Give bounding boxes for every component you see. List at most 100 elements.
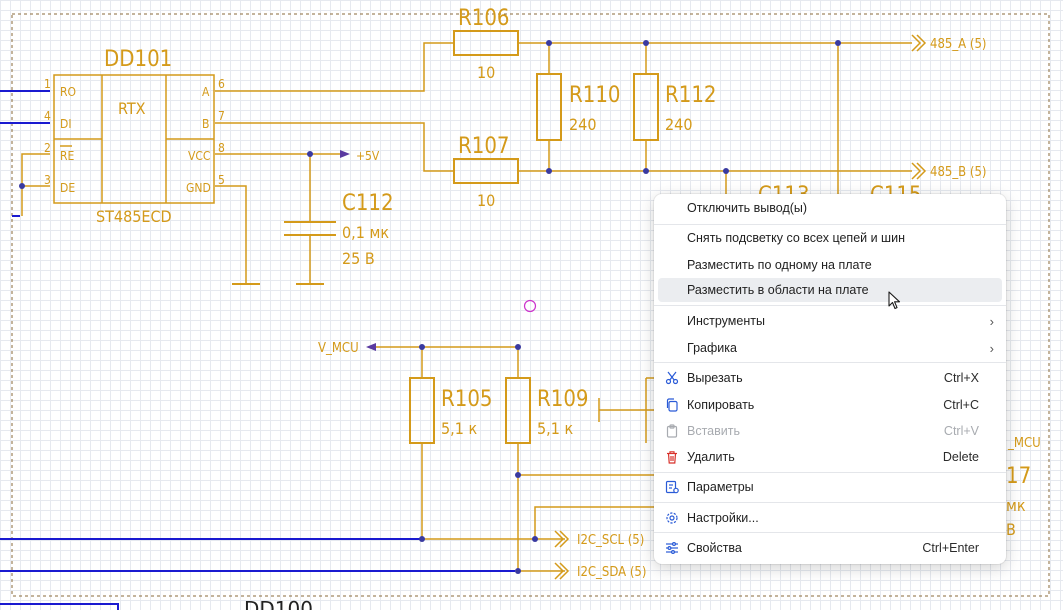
dd101-pin-de: DE xyxy=(60,181,75,195)
menu-item-copy[interactable]: Копировать Ctrl+C xyxy=(658,393,1002,417)
dd101-ref: DD101 xyxy=(104,47,172,72)
resistor-bodies[interactable] xyxy=(409,30,659,444)
partial-v: В xyxy=(1006,520,1016,539)
plus5v-label: +5V xyxy=(356,149,380,163)
gear-icon xyxy=(664,510,680,526)
menu-separator xyxy=(654,532,1006,533)
copy-icon xyxy=(664,397,680,413)
dd101-pin-a: A xyxy=(202,85,210,99)
paste-icon xyxy=(664,423,680,439)
partial-num-17: 17 xyxy=(1006,464,1031,489)
context-menu: Отключить вывод(ы) Снять подсветку со вс… xyxy=(654,194,1006,564)
vmcu-label: V_MCU xyxy=(318,341,359,356)
c112-capacitor[interactable] xyxy=(284,221,336,236)
dd101-value: ST485ECD xyxy=(96,207,172,226)
menu-item-clear-highlight[interactable]: Снять подсветку со всех цепей и шин xyxy=(658,226,1002,250)
cursor-position-marker xyxy=(523,299,537,313)
blue-buses[interactable] xyxy=(0,90,515,610)
dd101-pin-ro: RO xyxy=(60,85,76,99)
chevron-right-icon: › xyxy=(989,340,994,356)
parameters-icon xyxy=(664,479,680,495)
menu-item-tools[interactable]: Инструменты › xyxy=(658,309,1002,333)
wires[interactable] xyxy=(21,42,912,572)
scissors-icon xyxy=(664,370,680,386)
r105-value: 5,1 к xyxy=(441,419,477,438)
c112-value: 0,1 мк xyxy=(342,223,389,242)
r110-value: 240 xyxy=(569,115,596,134)
c112-ref: C112 xyxy=(342,191,394,216)
r107-value: 10 xyxy=(477,191,495,210)
menu-label: Вырезать xyxy=(687,371,743,385)
dd101-pinnum-2: 2 xyxy=(44,141,51,155)
net-scl-label: I2C_SCL (5) xyxy=(577,533,644,548)
menu-label: Отключить вывод(ы) xyxy=(687,201,808,215)
dd101-pinnum-7: 7 xyxy=(218,109,225,123)
menu-label: Вставить xyxy=(687,424,740,438)
dd101-pinnum-1: 1 xyxy=(44,77,51,91)
menu-item-delete[interactable]: Удалить Delete xyxy=(658,445,1002,469)
r106-ref: R106 xyxy=(458,6,510,31)
menu-label: Параметры xyxy=(687,480,754,494)
sliders-icon xyxy=(664,540,680,556)
menu-shortcut: Ctrl+Enter xyxy=(922,541,979,555)
menu-label: Разместить в области на плате xyxy=(687,283,869,297)
r105-ref: R105 xyxy=(441,387,493,412)
net-sda-label: I2C_SDA (5) xyxy=(577,565,646,580)
menu-separator xyxy=(654,305,1006,306)
dd-bottom-partial-label: DD100 xyxy=(244,597,313,610)
dd101-pin-di: DI xyxy=(60,117,72,131)
menu-shortcut: Delete xyxy=(942,450,979,464)
r109-ref: R109 xyxy=(537,387,589,412)
menu-separator xyxy=(654,362,1006,363)
menu-label: Свойства xyxy=(687,541,742,555)
trash-icon xyxy=(664,449,680,465)
menu-item-disconnect-pins[interactable]: Отключить вывод(ы) xyxy=(658,196,1002,220)
menu-item-properties[interactable]: Свойства Ctrl+Enter xyxy=(658,536,1002,560)
dd101-pinnum-3: 3 xyxy=(44,173,51,187)
r109-value: 5,1 к xyxy=(537,419,573,438)
dd101-pin-b: B xyxy=(202,117,209,131)
menu-item-graphics[interactable]: Графика› xyxy=(658,336,1002,360)
menu-label: Настройки... xyxy=(687,511,759,525)
dd101-chip[interactable] xyxy=(53,74,215,204)
menu-label: Разместить по одному на плате xyxy=(687,258,872,272)
dd101-pinnum-8: 8 xyxy=(218,141,225,155)
menu-item-place-in-area[interactable]: Разместить в области на плате xyxy=(658,278,1002,302)
net-485a-label: 485_A (5) xyxy=(930,37,986,52)
menu-item-paste[interactable]: Вставить Ctrl+V xyxy=(658,419,1002,443)
power-arrows xyxy=(340,150,376,351)
menu-separator xyxy=(654,472,1006,473)
dd101-pinnum-4: 4 xyxy=(44,109,51,123)
dd101-pinnum-6: 6 xyxy=(218,77,225,91)
menu-label: Удалить xyxy=(687,450,735,464)
dd101-pin-vcc: VCC xyxy=(188,149,210,163)
dd101-core-label: RTX xyxy=(118,99,146,118)
r106-value: 10 xyxy=(477,63,495,82)
menu-item-parameters[interactable]: Параметры xyxy=(658,475,1002,499)
r110-ref: R110 xyxy=(569,83,621,108)
chevron-right-icon: › xyxy=(989,313,994,329)
menu-item-cut[interactable]: Вырезать Ctrl+X xyxy=(658,366,1002,390)
menu-shortcut: Ctrl+C xyxy=(943,398,979,412)
menu-item-settings[interactable]: Настройки... xyxy=(658,506,1002,530)
menu-shortcut: Ctrl+X xyxy=(943,371,979,385)
net-485b-label: 485_B (5) xyxy=(930,165,986,180)
r107-ref: R107 xyxy=(458,134,510,159)
c112-voltage: 25 В xyxy=(342,249,375,268)
dd101-pin-re: RE xyxy=(60,149,75,163)
menu-label: Снять подсветку со всех цепей и шин xyxy=(687,231,905,245)
r112-value: 240 xyxy=(665,115,692,134)
menu-shortcut: Ctrl+V xyxy=(943,424,979,438)
r112-ref: R112 xyxy=(665,83,717,108)
junction-dots xyxy=(19,40,841,574)
menu-item-place-one-by-one[interactable]: Разместить по одному на плате xyxy=(658,253,1002,277)
partial-mk: мк xyxy=(1006,496,1026,515)
menu-separator xyxy=(654,502,1006,503)
net-port-chevrons[interactable] xyxy=(554,34,927,580)
menu-label: Инструменты xyxy=(687,314,765,328)
dd101-pinnum-5: 5 xyxy=(218,173,225,187)
menu-label: Копировать xyxy=(687,398,755,412)
mouse-pointer-icon xyxy=(888,291,901,310)
mcu-partial-label: _MCU xyxy=(1007,436,1041,451)
